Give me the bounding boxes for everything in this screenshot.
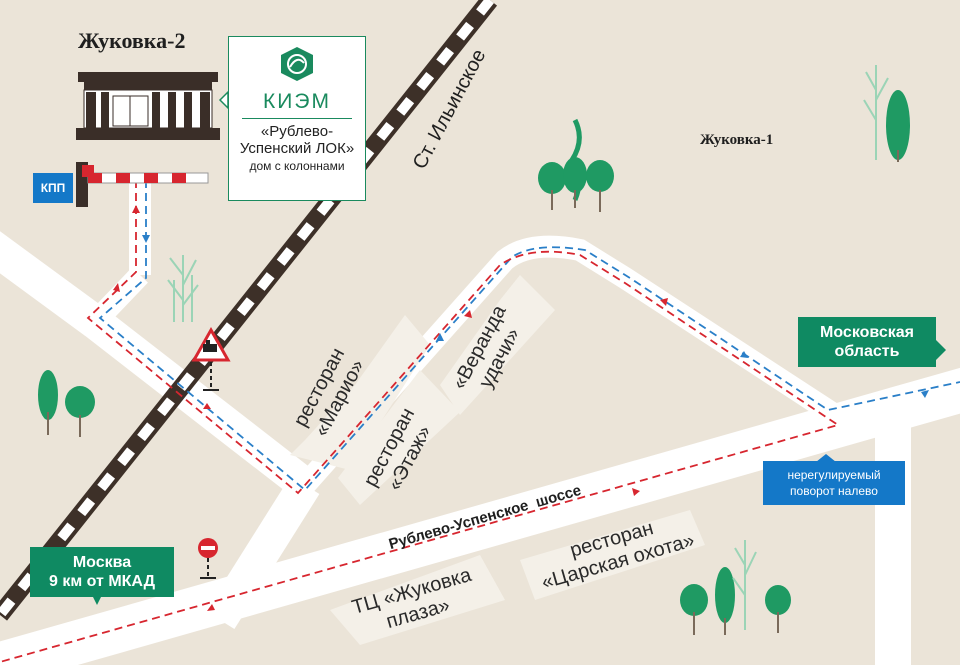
route-lines: [0, 180, 960, 663]
turn-sign-pointer: [816, 454, 836, 462]
route-blue: [98, 180, 960, 492]
block-tsar: [520, 510, 705, 600]
tree-icon: [538, 118, 614, 212]
checkpoint-label: КПП: [33, 173, 73, 203]
kiem-tree-logo-icon: [281, 47, 313, 81]
tree-icon: [167, 255, 199, 322]
region-sign-pointer: [936, 340, 946, 360]
place-zhukovka-1: Жуковка-1: [700, 132, 774, 148]
trees: [38, 65, 910, 635]
brand-project-line1: «Рублево-: [260, 123, 334, 140]
brand-pointer: [218, 90, 229, 110]
brand-box: КИЭМ «Рублево- Успенский ЛОК» дом с коло…: [228, 36, 366, 201]
route-arrows: [113, 205, 929, 611]
brand-subtitle: дом с колоннами: [249, 159, 345, 173]
railway-crossing-icon: [191, 326, 231, 391]
road-kpp-diag: [87, 267, 148, 330]
moscow-sign-pointer: [93, 597, 101, 605]
road-connector-south: [205, 475, 320, 630]
no-entry-icon: [198, 538, 218, 579]
road-down-left: [84, 308, 316, 499]
railway: [0, 0, 498, 621]
brand-name: КИЭМ: [263, 90, 331, 113]
barrier-icon: [76, 162, 209, 207]
restaurant-blocks: [290, 275, 705, 645]
tree-icon: [38, 370, 95, 437]
route-red: [0, 180, 841, 663]
block-mario: [290, 315, 430, 470]
roads: [0, 180, 960, 665]
road-left-diagonal: [0, 231, 106, 336]
brand-project-line2: Успенский ЛОК»: [239, 140, 355, 157]
tree-icon: [863, 65, 910, 162]
block-veranda: [440, 275, 555, 415]
block-tc: [330, 555, 505, 645]
place-zhukovka-2: Жуковка-2: [78, 28, 186, 53]
road-highway: [0, 367, 960, 665]
building-icon: [76, 72, 220, 140]
block-etazh: [338, 370, 460, 505]
tree-icon: [680, 540, 791, 635]
